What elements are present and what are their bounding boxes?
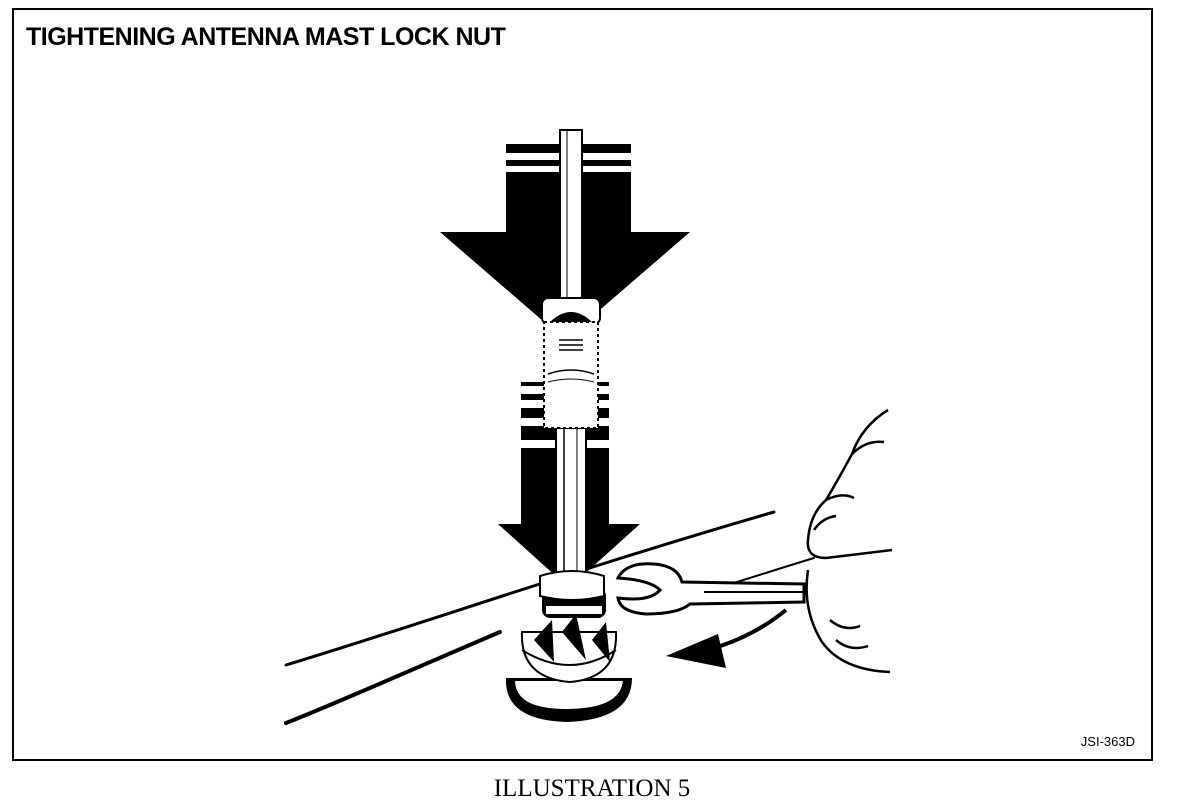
mast-collar bbox=[541, 297, 601, 429]
hand bbox=[805, 408, 893, 674]
wrench bbox=[615, 562, 806, 616]
figure-code: JSI-363D bbox=[1080, 734, 1135, 749]
antenna-illustration bbox=[284, 129, 893, 725]
illustration-caption: ILLUSTRATION 5 bbox=[493, 775, 691, 802]
rotation-arrow bbox=[666, 608, 788, 668]
figure-frame: TIGHTENING ANTENNA MAST LOCK NUT bbox=[12, 8, 1153, 761]
lock-nut bbox=[539, 570, 606, 618]
antenna-base bbox=[505, 614, 632, 722]
figure-title: TIGHTENING ANTENNA MAST LOCK NUT bbox=[26, 23, 506, 51]
antenna-mast bbox=[555, 129, 587, 581]
